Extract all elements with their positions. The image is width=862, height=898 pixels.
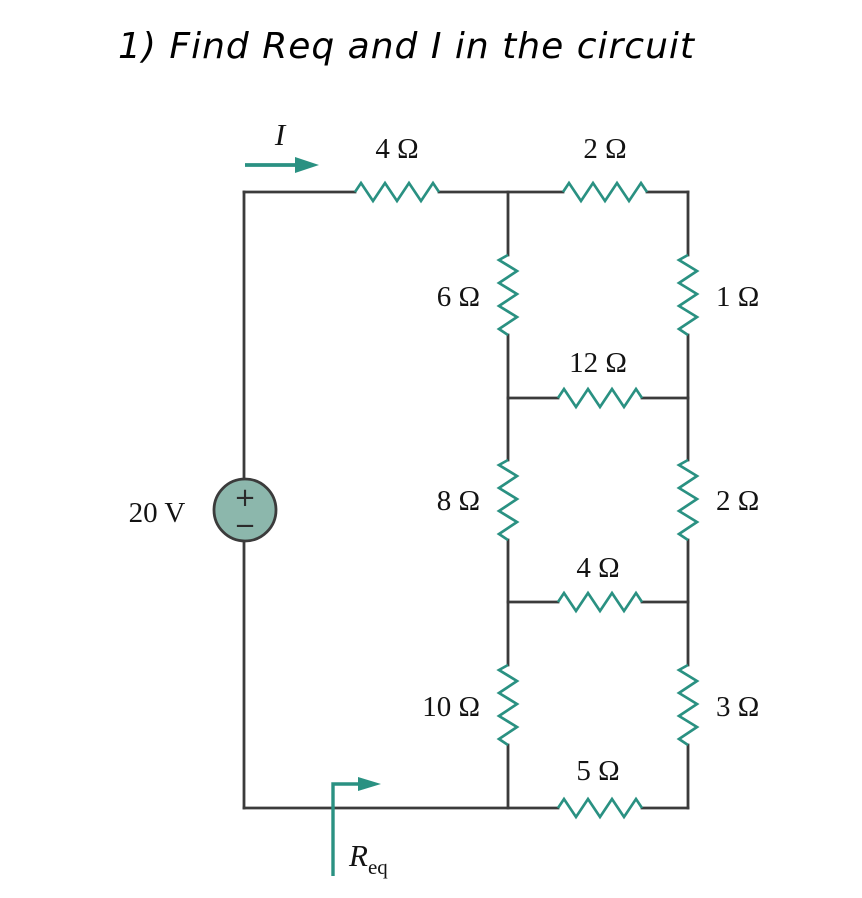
label-voltage-source: 20 V xyxy=(129,497,186,529)
label-resistor-top-right: 2 Ω xyxy=(583,133,626,165)
label-resistor-top-left: 4 Ω xyxy=(375,133,418,165)
req-marker xyxy=(331,777,381,876)
label-resistor-inner-lower: 4 Ω xyxy=(576,552,619,584)
resistor-6ohm-zigzag xyxy=(496,253,520,337)
label-resistor-right-center: 2 Ω xyxy=(716,485,759,517)
label-resistor-inner-upper: 12 Ω xyxy=(569,347,627,379)
wire-network xyxy=(242,190,690,810)
minus-symbol: − xyxy=(234,511,256,541)
label-req: Req xyxy=(348,838,388,879)
resistor-2ohm-top-zigzag xyxy=(561,180,649,204)
resistor-12ohm-zigzag xyxy=(556,386,644,410)
resistor-3ohm-zigzag xyxy=(676,663,700,747)
req-arrow-head xyxy=(358,777,381,791)
problem-title: 1) Find Req and I in the circuit xyxy=(118,26,696,67)
label-resistor-right-lower: 3 Ω xyxy=(716,691,759,723)
resistor-4ohm-inner-zigzag xyxy=(556,590,644,614)
label-resistor-bottom: 5 Ω xyxy=(576,755,619,787)
current-arrow xyxy=(245,157,319,173)
req-symbol: R xyxy=(348,838,368,873)
current-arrow-head xyxy=(295,157,319,173)
req-marker-line xyxy=(331,782,360,876)
voltage-source: + − xyxy=(212,477,278,543)
resistor-2ohm-right-zigzag xyxy=(676,458,700,542)
resistor-5ohm-zigzag xyxy=(556,796,644,820)
resistor-elements xyxy=(353,180,700,820)
resistor-4ohm-top-zigzag xyxy=(353,180,441,204)
resistor-1ohm-zigzag xyxy=(676,253,700,337)
component-labels: 4 Ω 2 Ω 6 Ω 1 Ω 12 Ω 8 Ω 2 Ω 4 Ω 10 Ω 3 … xyxy=(375,133,759,787)
label-resistor-mid-upper: 6 Ω xyxy=(437,281,480,313)
resistor-10ohm-zigzag xyxy=(496,663,520,747)
voltage-source-circle xyxy=(212,477,278,543)
label-resistor-mid-lower: 10 Ω xyxy=(422,691,480,723)
plus-symbol: + xyxy=(234,483,256,513)
label-current: I xyxy=(274,117,287,152)
label-resistor-right-upper: 1 Ω xyxy=(716,281,759,313)
req-subscript: eq xyxy=(368,855,388,879)
resistor-8ohm-zigzag xyxy=(496,458,520,542)
label-resistor-mid-center: 8 Ω xyxy=(437,485,480,517)
